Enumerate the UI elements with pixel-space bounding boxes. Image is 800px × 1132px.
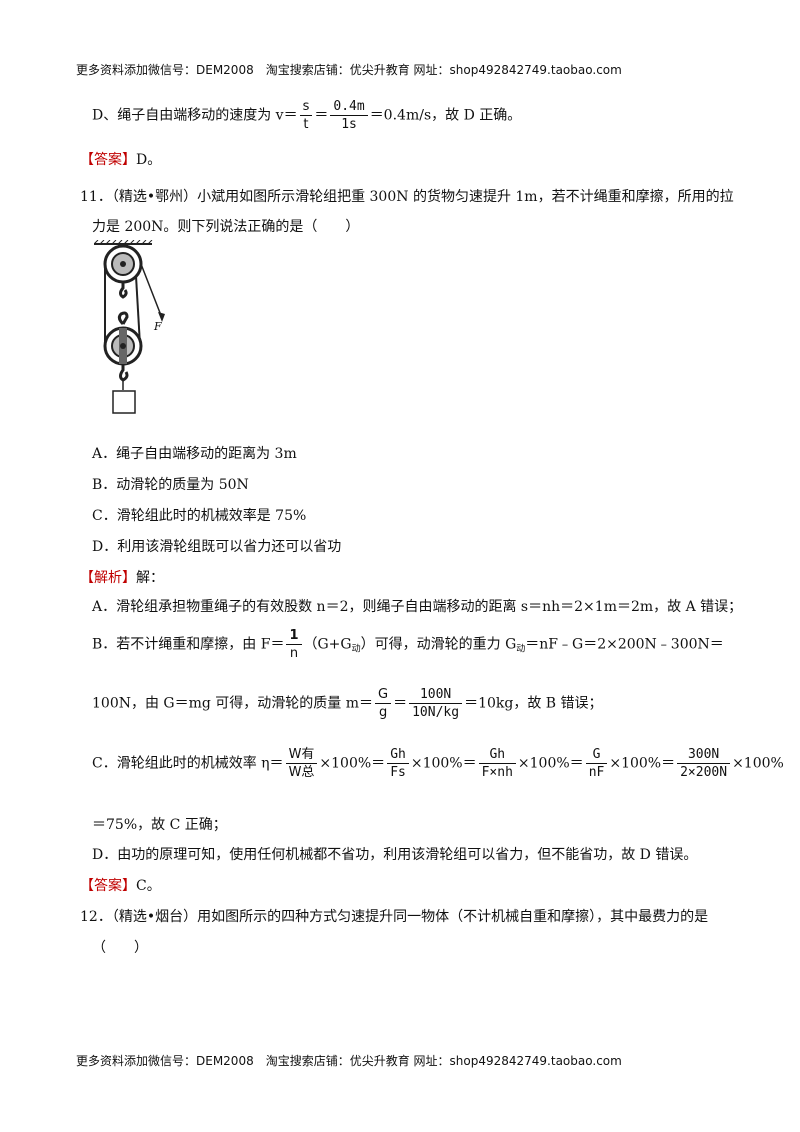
frac-den: g: [378, 705, 388, 720]
prev-d-prefix: D、绳子自由端移动的速度为 v＝: [92, 107, 298, 124]
frac-den: nF: [588, 765, 605, 780]
q12-stem-line1: 12．（精选•烟台）用如图所示的四种方式匀速提升同一物体（不计机械自重和摩擦），…: [80, 909, 709, 925]
q11-analysis-c-line2: ＝75%，故 C 正确；: [92, 817, 227, 833]
answer-tag: 【答案】: [80, 878, 136, 894]
pulley-system-figure: F: [94, 240, 165, 414]
frac-den: W总: [288, 765, 315, 780]
q12-stem-line2: （ ）: [92, 940, 148, 956]
frac-num: G: [375, 686, 392, 704]
frac-num: s: [299, 98, 313, 116]
b2-suffix: ＝10kg，故 B 错误；: [464, 695, 603, 712]
q11-option-c: C．滑轮组此时的机械效率是 75%: [92, 508, 307, 524]
frac-den: F×nh: [481, 765, 513, 780]
movable-pulley-hook: [119, 364, 129, 382]
q11-analysis-a: A．滑轮组承担物重绳子的有效股数 n＝2，则绳子自由端移动的距离 s＝nh＝2×…: [92, 599, 743, 615]
b2-prefix: 100N，由 G＝mg 可得，动滑轮的质量 m＝: [92, 695, 374, 712]
subscript-dong: 动: [516, 644, 526, 655]
movable-pulley-top-hook: [117, 311, 129, 326]
frac-num: 0.4m: [330, 98, 368, 116]
c-times-100: ×100%＝: [319, 755, 386, 772]
equals: ＝: [393, 695, 408, 712]
q11-stem-line1: 11．（精选•鄂州）小斌用如图所示滑轮组把重 300N 的货物匀速提升 1m，若…: [80, 189, 734, 205]
q11-option-a: A．绳子自由端移动的距离为 3m: [92, 446, 297, 462]
prev-answer: 【答案】D。: [80, 149, 161, 169]
b-suffix: ＝nF﹣G＝2×200N﹣300N＝: [525, 636, 724, 653]
frac-den: Fs: [390, 765, 406, 780]
answer-value: C。: [136, 878, 161, 894]
q11-stem-line2: 力是 200N。则下列说法正确的是（ ）: [92, 219, 360, 235]
page-footer: 更多资料添加微信号：DEM2008 淘宝搜索店铺：优尖升教育 网址：shop49…: [76, 1054, 622, 1068]
frac-num: 1: [286, 627, 302, 645]
frac-num: G: [585, 746, 608, 764]
force-arrowhead: [158, 312, 165, 322]
frac-den: t: [303, 117, 309, 132]
movable-pulley-axle: [120, 343, 126, 349]
fixed-pulley-axle: [120, 261, 126, 267]
prev-d-suffix: ＝0.4m/s，故 D 正确。: [369, 107, 522, 124]
answer-value: D。: [136, 152, 162, 168]
c-times-100: ×100%: [732, 755, 784, 772]
equals: ＝: [314, 107, 329, 124]
answer-tag: 【答案】: [80, 152, 136, 168]
c-times-100: ×100%＝: [609, 755, 676, 772]
rope-free-end: [140, 263, 163, 319]
rope-right: [135, 275, 141, 346]
q11-answer: 【答案】C。: [80, 875, 161, 895]
frac-num: Gh: [387, 746, 409, 764]
frac-den: 1s: [341, 117, 357, 132]
analysis-tag: 【解析】: [80, 570, 136, 586]
load-box: [112, 390, 136, 414]
analysis-intro: 解：: [136, 570, 164, 586]
frac-num: 100N: [409, 686, 463, 704]
b-mid2: ）可得，动滑轮的重力 G: [360, 636, 517, 653]
q11-option-d: D．利用该滑轮组既可以省力还可以省功: [92, 539, 342, 555]
force-label: F: [153, 320, 162, 333]
q11-option-b: B．动滑轮的质量为 50N: [92, 477, 249, 493]
ceiling-hatch: [94, 240, 153, 245]
b-prefix: B．若不计绳重和摩擦，由 F＝: [92, 636, 285, 653]
frac-den: n: [289, 646, 299, 661]
c-times-100: ×100%＝: [517, 755, 584, 772]
fixed-pulley-hook: [119, 282, 128, 299]
frac-num: W有: [285, 746, 318, 764]
frac-num: 300N: [677, 746, 731, 764]
q11-analysis-heading: 【解析】解：: [80, 567, 164, 587]
b-mid: （G+G: [303, 636, 352, 653]
c-times-100: ×100%＝: [410, 755, 477, 772]
frac-num: Gh: [478, 746, 516, 764]
subscript-dong: 动: [351, 644, 361, 655]
c-prefix: C．滑轮组此时的机械效率 η＝: [92, 755, 284, 772]
frac-den: 2×200N: [680, 765, 728, 780]
frac-den: 10N/kg: [412, 705, 460, 720]
page-header: 更多资料添加微信号：DEM2008 淘宝搜索店铺：优尖升教育 网址：shop49…: [76, 63, 622, 77]
q11-analysis-d: D．由功的原理可知，使用任何机械都不省功，利用该滑轮组可以省力，但不能省功，故 …: [92, 847, 698, 863]
